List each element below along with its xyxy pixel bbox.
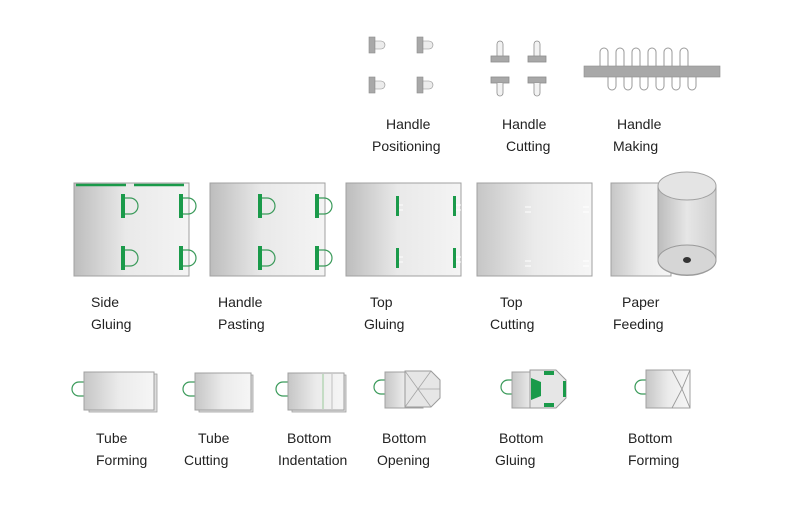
handle-pasting-sheet [209,182,333,277]
bottom-opening-icon [373,370,441,409]
label-handle-positioning: Handle Positioning [372,116,441,154]
bottom-indentation-icon [275,372,347,413]
label-handle-making: Handle Making [613,116,662,154]
bottom-gluing-icon [500,369,567,409]
label-bottom-opening: Bottom Opening [377,430,430,468]
tube-forming-icon [71,371,158,413]
label-top-cutting: Top Cutting [490,294,535,332]
bottom-forming-icon [634,369,691,409]
paper-roll-icon [610,171,717,277]
tube-cutting-icon [182,372,254,413]
label-top-gluing: Top Gluing [364,294,405,332]
label-handle-cutting: Handle Cutting [502,116,551,154]
handle-positioning-icon [368,36,434,94]
handle-making-icon [583,47,721,91]
handle-cutting-icon [490,40,547,97]
side-gluing-sheet [73,182,197,277]
top-gluing-sheet [345,182,462,277]
label-bottom-forming: Bottom Forming [628,430,680,468]
label-side-gluing: Side Gluing [91,294,132,332]
label-bottom-gluing: Bottom Gluing [495,430,544,468]
label-tube-forming: Tube Forming [96,430,148,468]
top-cutting-sheet [476,182,593,277]
label-paper-feeding: Paper Feeding [613,294,664,332]
label-bottom-indentation: Bottom Indentation [278,430,348,468]
label-handle-pasting: Handle Pasting [218,294,265,332]
label-tube-cutting: Tube Cutting [184,430,230,468]
